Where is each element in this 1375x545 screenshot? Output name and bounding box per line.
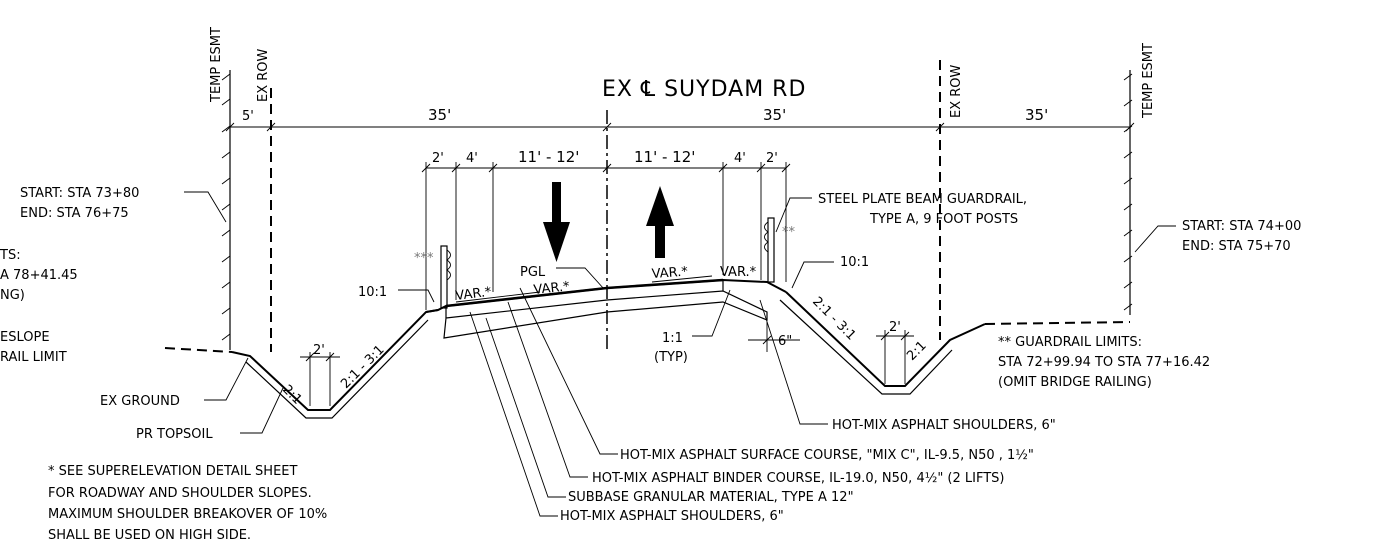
- callout-hma-shoulders-right: HOT-MIX ASPHALT SHOULDERS, 6": [832, 418, 1056, 433]
- slope-2-1-right: 2:1: [904, 338, 929, 363]
- dim-35-right: 35': [1025, 106, 1048, 124]
- left-note-fragment-1: TS:: [0, 248, 21, 263]
- footnote-line2: FOR ROADWAY AND SHOULDER SLOPES.: [48, 486, 312, 501]
- var-label-3: VAR.*: [651, 264, 689, 282]
- leader-10-1-left: [398, 289, 435, 303]
- leader-1-1: [692, 289, 731, 337]
- slope-typ: (TYP): [654, 350, 688, 365]
- left-note-fragment-3: NG): [0, 288, 25, 303]
- guardrail-limits-note: (OMIT BRIDGE RAILING): [998, 375, 1152, 390]
- traffic-arrow-down-icon: [543, 182, 570, 262]
- footnote-line1: * SEE SUPERELEVATION DETAIL SHEET: [48, 464, 297, 479]
- guardrail-note-line1: STEEL PLATE BEAM GUARDRAIL,: [818, 192, 1027, 207]
- temp-esmt-right-hatch: [1123, 73, 1133, 311]
- var-label-4: VAR.*: [720, 265, 757, 280]
- left-end-sta: END: STA 76+75: [20, 206, 129, 221]
- slope-2-1-3-1-left: 2:1 - 3:1: [338, 342, 387, 391]
- left-ground-profile: [164, 309, 439, 419]
- callout-hma-shoulders-left: HOT-MIX ASPHALT SHOULDERS, 6": [560, 509, 784, 524]
- top-dimension-ticks: [225, 122, 1135, 132]
- footnote-line3: MAXIMUM SHOULDER BREAKOVER OF 10%: [48, 507, 327, 522]
- lane-dimension-ticks: [421, 162, 791, 310]
- double-star-mark: **: [782, 225, 796, 240]
- dim-2-left: 2': [432, 151, 444, 166]
- dim-4-right: 4': [734, 151, 746, 166]
- temp-esmt-right-label: TEMP ESMT: [1141, 43, 1156, 119]
- ex-row-left-label: EX ROW: [256, 48, 271, 102]
- pgl-leader: [556, 267, 605, 290]
- ex-ground-label: EX GROUND: [100, 394, 180, 409]
- temp-esmt-left-label: TEMP ESMT: [209, 27, 224, 103]
- section-title: EX ℄ SUYDAM RD: [602, 77, 806, 102]
- footnote-line4: SHALL BE USED ON HIGH SIDE.: [48, 528, 251, 543]
- left-sta-leader: [184, 191, 227, 223]
- dim-35-left: 35': [428, 106, 451, 124]
- slope-10-1-right: 10:1: [840, 255, 869, 270]
- pavement-section: [425, 278, 787, 339]
- dim-2-ditch-right: 2': [889, 320, 901, 335]
- guardrail-note-leader: [775, 197, 812, 233]
- dim-4-left: 4': [466, 151, 478, 166]
- ex-ground-leader: [204, 357, 249, 401]
- guardrail-note-line2: TYPE A, 9 FOOT POSTS: [869, 212, 1018, 227]
- var-arrows: [455, 275, 713, 303]
- dim-6-inch: 6": [778, 334, 792, 349]
- temp-esmt-left-hatch: [221, 73, 231, 341]
- right-ground-profile: [779, 291, 1131, 395]
- right-sta-leader: [1134, 225, 1176, 253]
- callout-surface-course: HOT-MIX ASPHALT SURFACE COURSE, "MIX C",…: [620, 448, 1034, 463]
- material-callout-leaders: [469, 287, 828, 517]
- dim-2-ditch-left: 2': [313, 343, 325, 358]
- callout-binder-course: HOT-MIX ASPHALT BINDER COURSE, IL-19.0, …: [592, 471, 1005, 486]
- leader-10-1-right: [791, 261, 834, 289]
- left-note-fragment-4: ESLOPE: [0, 330, 50, 345]
- left-ditch-dimension: [300, 352, 340, 406]
- guardrail-limits-sta: STA 72+99.94 TO STA 77+16.42: [998, 355, 1210, 370]
- pr-topsoil-label: PR TOPSOIL: [136, 427, 213, 442]
- pgl-label: PGL: [520, 265, 546, 280]
- guardrail-left-icon: [440, 245, 451, 309]
- dim-lane-right: 11' - 12': [634, 148, 695, 166]
- left-note-fragment-5: RAIL LIMIT: [0, 350, 67, 365]
- right-start-sta: START: STA 74+00: [1182, 219, 1301, 234]
- left-start-sta: START: STA 73+80: [20, 186, 139, 201]
- guardrail-limits-title: ** GUARDRAIL LIMITS:: [998, 335, 1142, 350]
- right-ditch-dimension: [876, 330, 914, 384]
- left-note-fragment-2: A 78+41.45: [0, 268, 78, 283]
- dim-2-right: 2': [766, 151, 778, 166]
- slope-10-1-left: 10:1: [358, 285, 387, 300]
- dim-5-ft: 5': [242, 109, 254, 124]
- callout-subbase: SUBBASE GRANULAR MATERIAL, TYPE A 12": [568, 490, 854, 505]
- slope-1-1: 1:1: [662, 331, 683, 346]
- six-inch-dimension: [748, 322, 800, 352]
- dim-lane-left: 11' - 12': [518, 148, 579, 166]
- ex-row-right-label: EX ROW: [949, 64, 964, 118]
- right-end-sta: END: STA 75+70: [1182, 239, 1291, 254]
- pr-topsoil-leader: [240, 387, 284, 434]
- guardrail-right-icon: [764, 217, 775, 283]
- triple-star-mark: ***: [414, 251, 434, 266]
- traffic-arrow-up-icon: [646, 186, 674, 258]
- dim-35-mid: 35': [763, 106, 786, 124]
